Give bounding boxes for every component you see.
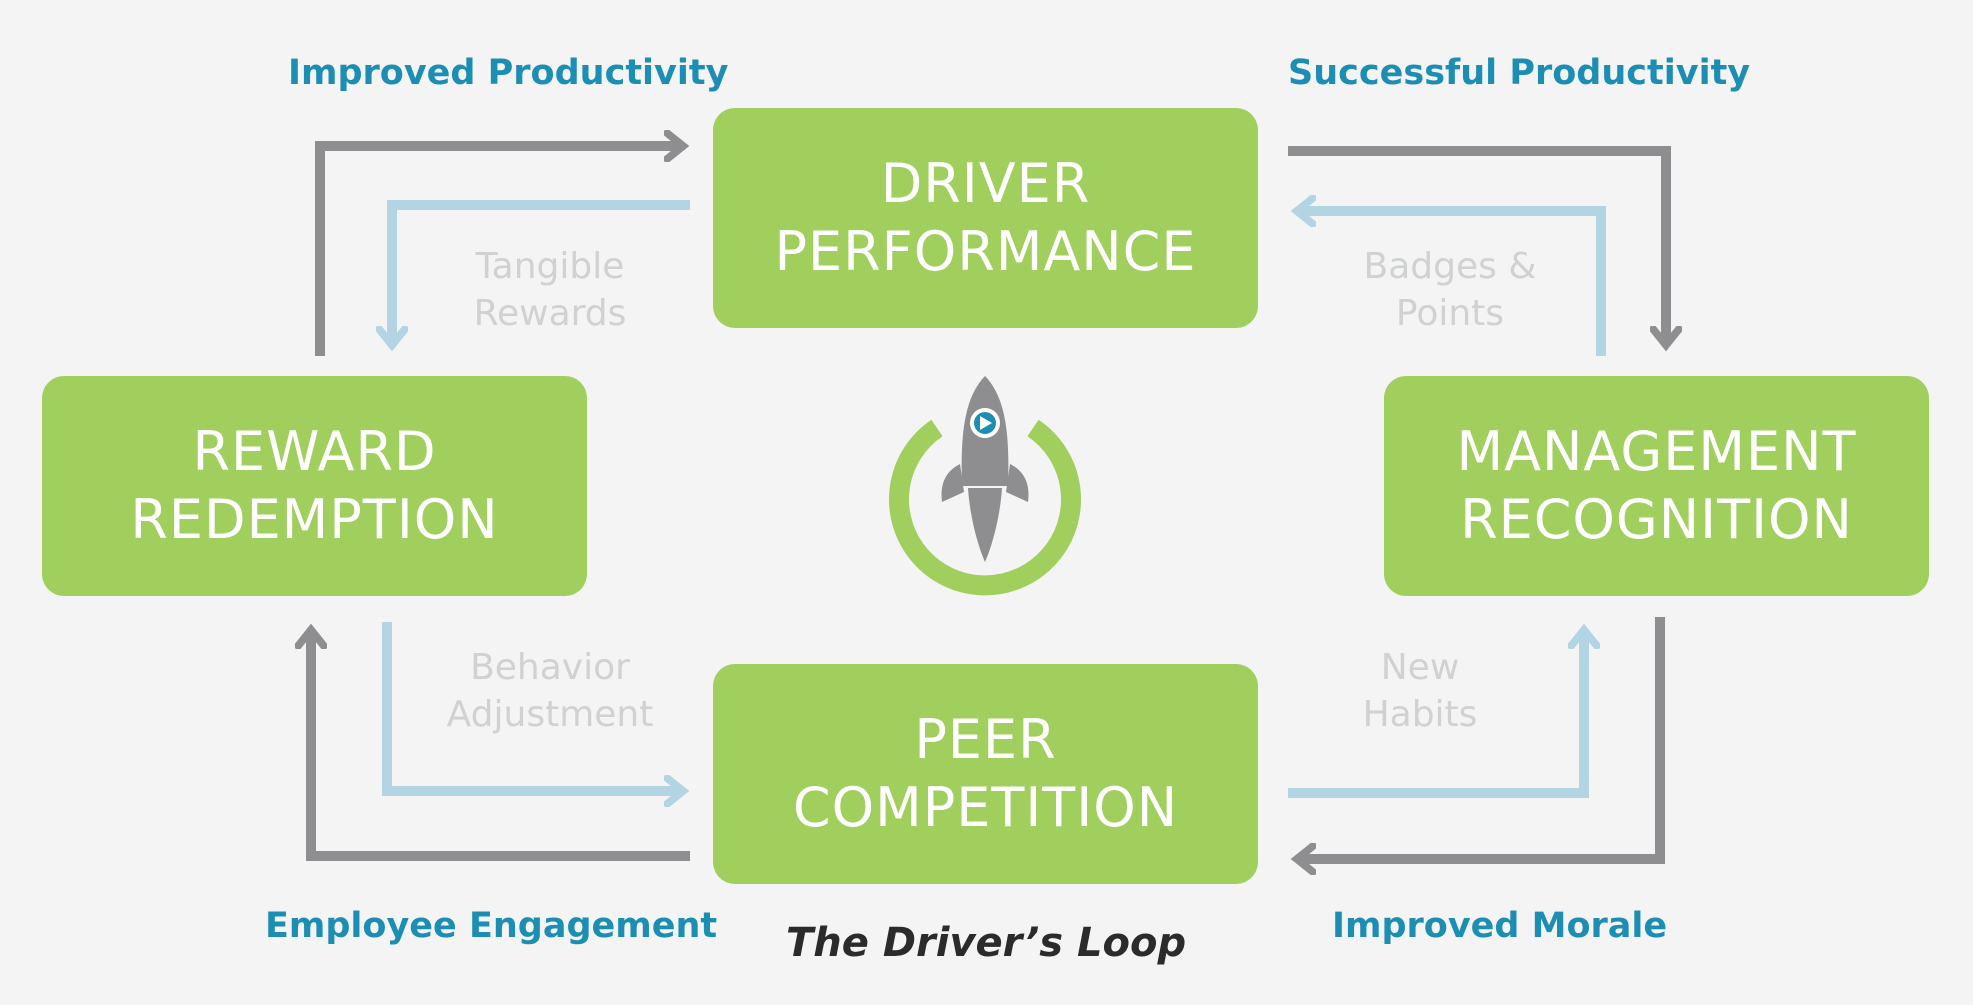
mechanic-behavior-adjustment-line2: Adjustment xyxy=(446,694,654,735)
mechanic-behavior-adjustment-line1: Behavior xyxy=(470,647,630,688)
node-management-recognition-line1: MANAGEMENT xyxy=(1456,420,1857,483)
mechanic-badges-points-line1: Badges & xyxy=(1363,246,1537,287)
mechanic-badges-points: Badges & Points xyxy=(1340,243,1560,337)
arrow-employee-engagement xyxy=(311,633,690,861)
arrow-improved-morale xyxy=(1300,617,1665,859)
arrow-improved-productivity xyxy=(315,146,680,356)
node-driver-performance-line2: PERFORMANCE xyxy=(774,220,1197,283)
node-driver-performance-line1: DRIVER xyxy=(880,152,1091,215)
node-peer-competition-line2: COMPETITION xyxy=(792,776,1179,839)
arrow-behavior-adjustment xyxy=(382,622,680,791)
node-peer-competition-line1: PEER xyxy=(914,708,1057,771)
outcome-improved-morale: Improved Morale xyxy=(1332,906,1668,946)
node-management-recognition-line2: RECOGNITION xyxy=(1460,488,1853,551)
outcome-improved-productivity: Improved Productivity xyxy=(288,53,729,93)
node-driver-performance: DRIVER PERFORMANCE xyxy=(713,108,1258,328)
arrow-tangible-rewards xyxy=(392,200,690,342)
mechanic-badges-points-line2: Points xyxy=(1395,293,1505,334)
mechanic-new-habits: New Habits xyxy=(1310,644,1530,738)
node-reward-redemption-line2: REDEMPTION xyxy=(130,488,499,551)
outcome-employee-engagement: Employee Engagement xyxy=(265,906,718,946)
rocket-power-icon xyxy=(889,376,1081,596)
outcome-successful-productivity: Successful Productivity xyxy=(1288,53,1751,93)
node-peer-competition: PEER COMPETITION xyxy=(713,664,1258,884)
arrow-badges-points xyxy=(1300,211,1606,356)
node-reward-redemption-line1: REWARD xyxy=(192,420,437,483)
mechanic-tangible-rewards-line2: Rewards xyxy=(473,293,627,334)
node-reward-redemption: REWARD REDEMPTION xyxy=(42,376,587,596)
mechanic-new-habits-line2: Habits xyxy=(1362,694,1478,735)
mechanic-new-habits-line1: New xyxy=(1380,647,1460,688)
mechanic-tangible-rewards: Tangible Rewards xyxy=(440,243,660,337)
mechanic-behavior-adjustment: Behavior Adjustment xyxy=(430,644,670,738)
arrow-new-habits xyxy=(1288,633,1584,798)
arrow-successful-productivity xyxy=(1288,146,1666,342)
mechanic-tangible-rewards-line1: Tangible xyxy=(475,246,625,287)
diagram-title: The Driver’s Loop xyxy=(786,920,1187,966)
node-management-recognition: MANAGEMENT RECOGNITION xyxy=(1384,376,1929,596)
